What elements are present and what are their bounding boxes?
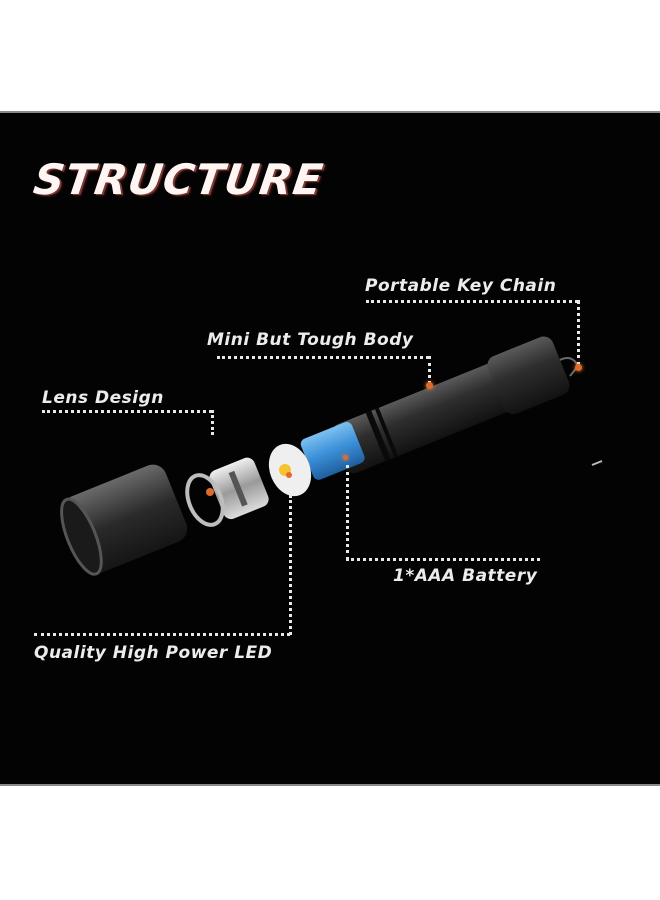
callout-line-led-v — [289, 495, 292, 635]
callout-line-battery-h — [346, 558, 540, 561]
callout-body: Mini But Tough Body — [207, 330, 414, 350]
flashlight-body — [331, 336, 570, 474]
marker-key-chain — [575, 364, 582, 371]
callout-line-battery-v — [346, 465, 349, 560]
callout-line-lens-v — [211, 410, 214, 435]
callout-line-body-v — [428, 356, 431, 384]
marker-battery — [343, 455, 348, 460]
callout-battery: 1*AAA Battery — [393, 566, 538, 586]
callout-line-led-h — [34, 633, 290, 636]
page-title: STRUCTURE — [30, 155, 327, 204]
callout-line-lens-h — [42, 410, 212, 413]
callout-line-key-chain-h — [366, 300, 578, 303]
marker-body — [426, 382, 433, 389]
callout-lens: Lens Design — [42, 388, 164, 408]
callout-led: Quality High Power LED — [34, 643, 273, 663]
lens-spring — [185, 473, 225, 527]
callout-line-body-h — [217, 356, 429, 359]
lens-cap — [60, 464, 188, 576]
callout-line-key-chain-v — [577, 300, 580, 366]
callout-key-chain: Portable Key Chain — [365, 276, 557, 296]
